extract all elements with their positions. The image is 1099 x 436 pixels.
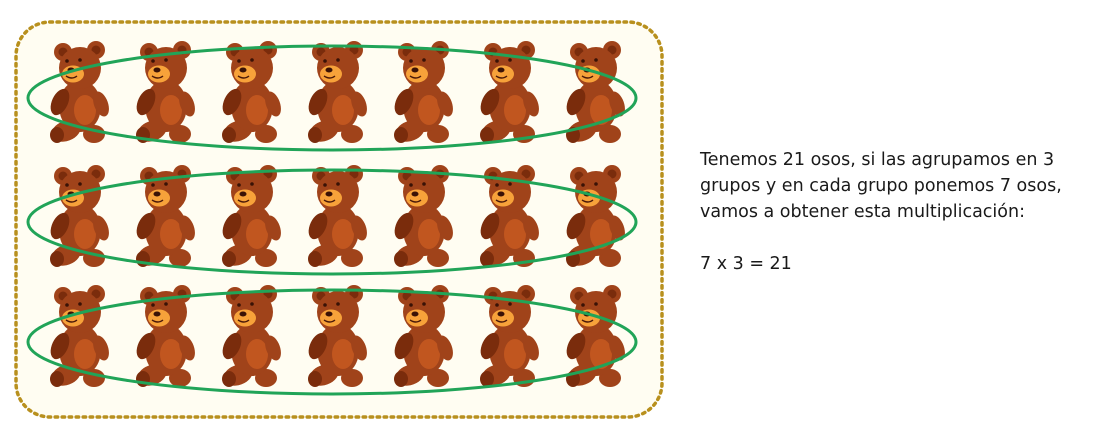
group-rings	[26, 44, 638, 396]
explanation-line-2: grupos y en cada grupo ponemos 7 osos,	[700, 176, 1062, 196]
explanation-text: Tenemos 21 osos, si las agrupamos en 3 g…	[700, 147, 1095, 277]
explanation-line-1: Tenemos 21 osos, si las agrupamos en 3	[700, 150, 1055, 170]
group-ring	[26, 168, 638, 276]
multiplication-equation: 7 x 3 = 21	[700, 254, 792, 274]
explanation-line-3: vamos a obtener esta multiplicación:	[700, 202, 1025, 222]
group-ring	[26, 44, 638, 152]
group-ring	[26, 288, 638, 396]
